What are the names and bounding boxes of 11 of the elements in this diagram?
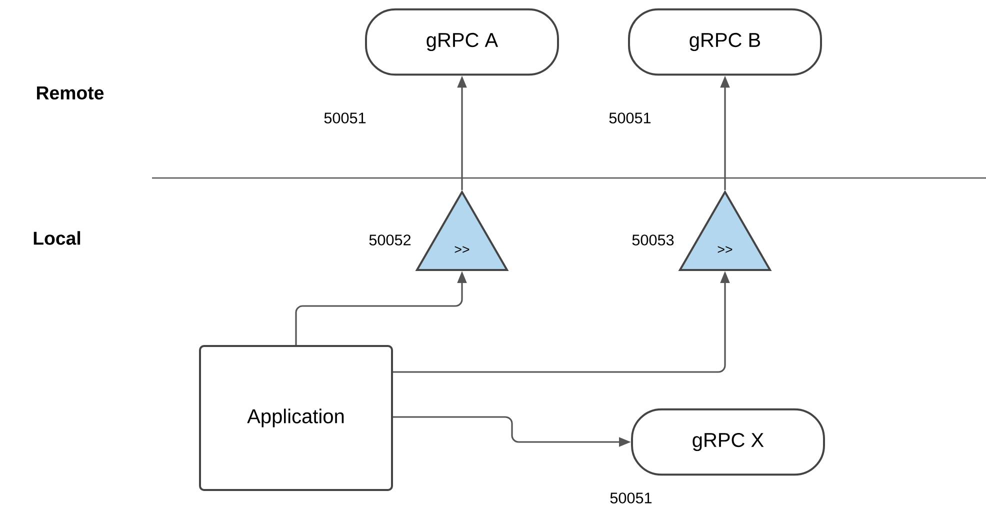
port-number: 50053 [632,234,674,246]
pill-node: gRPC A [365,8,559,76]
port-number: 50051 [324,112,366,124]
section-label: Remote [37,86,104,100]
port-number: 50051 [610,492,652,504]
port-number: 50052 [369,234,411,246]
port-number: 50051 [609,112,651,124]
application-box: Application [199,345,393,491]
pill-node: gRPC B [628,8,822,76]
pill-node: gRPC X [631,408,825,476]
section-label: Local [34,231,80,245]
